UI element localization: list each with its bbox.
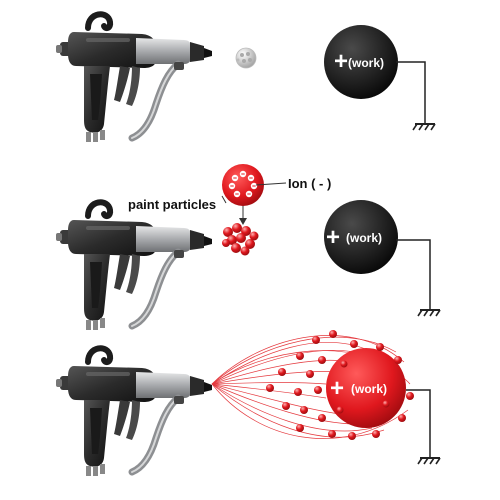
work-piece: + (work) [324,25,398,99]
work-piece: + (work) [324,200,398,274]
negative-ion-icon [228,170,258,198]
work-label: (work) [351,382,387,396]
charged-particle-cluster [222,223,259,256]
panel-3: + (work) [56,330,441,476]
paint-mist-cluster [235,47,257,69]
ground-wire [396,61,426,124]
work-label: (work) [346,231,382,245]
work-plus-sign: + [330,375,344,402]
ground-wire [396,239,431,310]
paint-particles-label: paint particles [128,197,217,212]
ground-symbol-icon [417,457,441,465]
spray-gun-icon [56,202,212,330]
ion-leader-line [255,182,287,186]
charged-droplets [266,330,414,440]
spray-gun-icon [56,348,212,476]
paint-particle-magnified [222,164,264,206]
work-plus-sign: + [326,224,340,251]
work-plus-sign: + [334,48,348,75]
work-piece: + (work) [326,348,406,428]
ground-symbol-icon [412,123,436,131]
particle-leader-line [221,195,227,204]
ion-label: Ion ( - ) [288,176,332,191]
spray-gun-icon [56,14,212,142]
panel-2: + (work) [56,164,441,330]
panel-1: + (work) [56,14,436,142]
ground-symbol-icon [417,309,441,317]
work-label: (work) [348,56,384,70]
ground-wire [406,389,431,458]
